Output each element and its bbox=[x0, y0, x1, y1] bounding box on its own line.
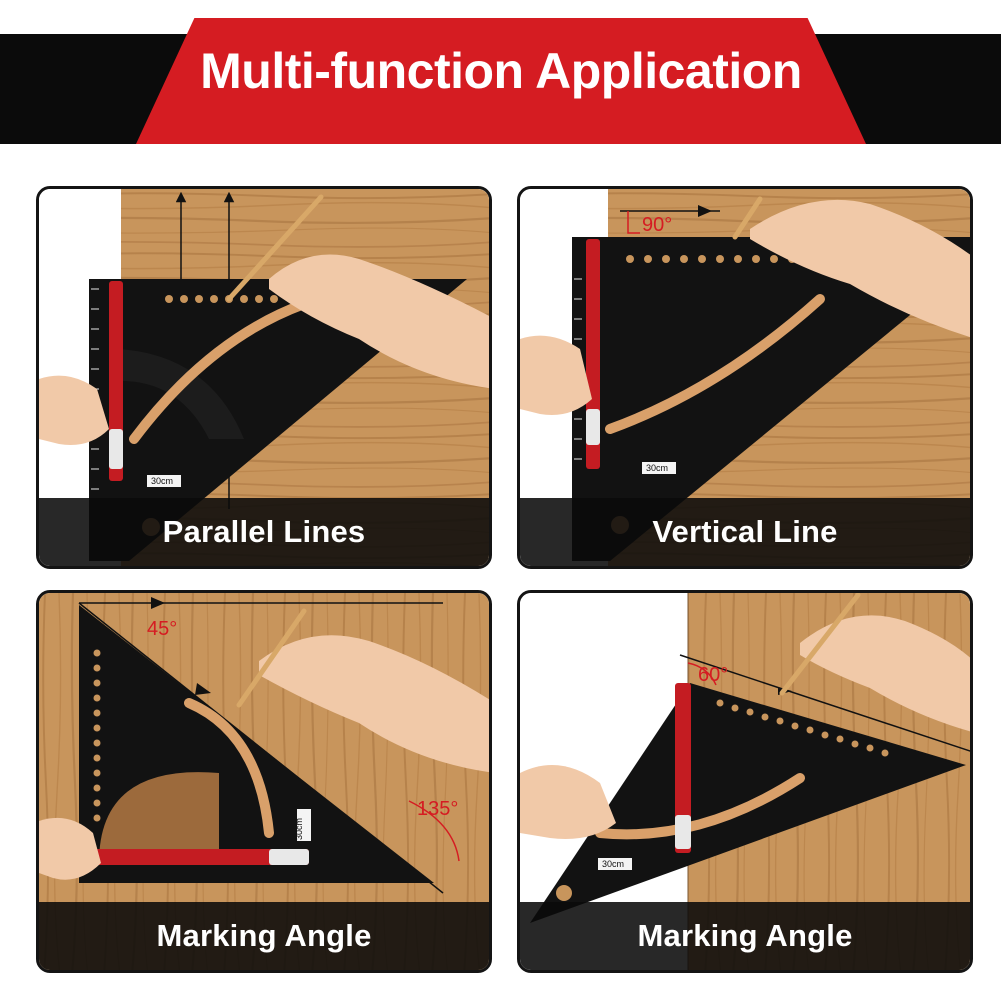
pencil bbox=[236, 608, 307, 708]
page-title: Multi-function Application bbox=[200, 43, 802, 99]
protractor-slot bbox=[184, 698, 274, 838]
caption-band: Marking Angle bbox=[39, 902, 489, 970]
red-fence-bar bbox=[675, 683, 691, 853]
hand-right bbox=[800, 615, 970, 732]
panel-caption: Vertical Line bbox=[652, 514, 838, 549]
caption-band: Vertical Line bbox=[520, 498, 970, 566]
caption-band: Parallel Lines bbox=[39, 498, 489, 566]
hand-left bbox=[520, 765, 616, 839]
panel-marking-angle-45: 45° 30cm 135° Marking Angle bbox=[36, 590, 492, 973]
size-tag: 30cm bbox=[602, 859, 624, 869]
angle-label-secondary: 135° bbox=[417, 798, 458, 820]
pencil bbox=[779, 593, 861, 696]
panel-caption: Marking Angle bbox=[156, 918, 372, 953]
hand-left bbox=[520, 335, 592, 415]
pencil bbox=[732, 196, 763, 240]
protractor-slot bbox=[129, 299, 309, 444]
size-tag: 30cm bbox=[294, 818, 304, 840]
panel-parallel-lines: 30cm Parallel Lines bbox=[36, 186, 492, 569]
panel-caption: Marking Angle bbox=[637, 918, 853, 953]
angle-label: 60° bbox=[698, 664, 728, 686]
rafter-square-tool bbox=[572, 237, 970, 561]
hand-left bbox=[39, 375, 109, 445]
hand-left bbox=[39, 817, 101, 880]
rafter-square-tool bbox=[89, 279, 467, 561]
hand-right bbox=[269, 254, 489, 389]
hand-right bbox=[259, 635, 489, 773]
protractor-slot bbox=[605, 294, 825, 434]
panel-vertical-line: 90° 30cm Vertical Line bbox=[517, 186, 973, 569]
angle-label: 90° bbox=[642, 214, 672, 236]
angle-label: 45° bbox=[147, 618, 177, 640]
panel-marking-angle-60: 60° 30cm Marking Angle bbox=[517, 590, 973, 973]
red-fence-bar bbox=[75, 849, 309, 865]
size-tag: 30cm bbox=[646, 463, 668, 473]
caption-band: Marking Angle bbox=[520, 902, 970, 970]
panel-caption: Parallel Lines bbox=[162, 514, 366, 549]
header-red-trapezoid bbox=[136, 18, 866, 144]
pencil bbox=[226, 194, 324, 302]
size-tag: 30cm bbox=[151, 476, 173, 486]
protractor-slot bbox=[595, 773, 805, 840]
hand-right bbox=[750, 199, 970, 338]
